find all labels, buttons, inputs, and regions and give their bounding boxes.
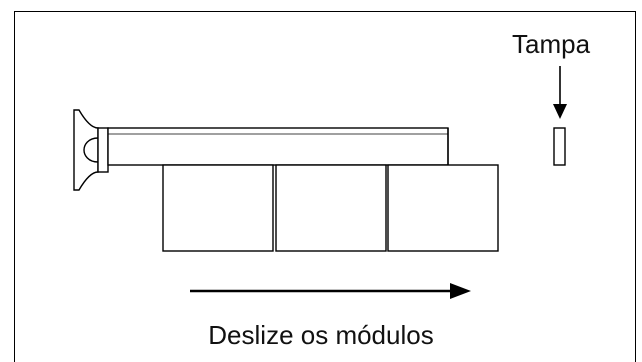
module-2 (275, 164, 387, 252)
cap-piece (553, 127, 566, 166)
diagram-frame (14, 11, 636, 362)
rail-bar (107, 127, 449, 166)
wall-mount-bracket (73, 109, 109, 191)
cap-pointer-arrow (553, 66, 567, 119)
module-3 (387, 164, 499, 252)
cap-label: Tampa (512, 29, 591, 59)
slide-direction-arrow (190, 283, 471, 299)
module-1 (162, 164, 274, 252)
slide-instruction-caption: Deslize os módulos (208, 320, 434, 350)
